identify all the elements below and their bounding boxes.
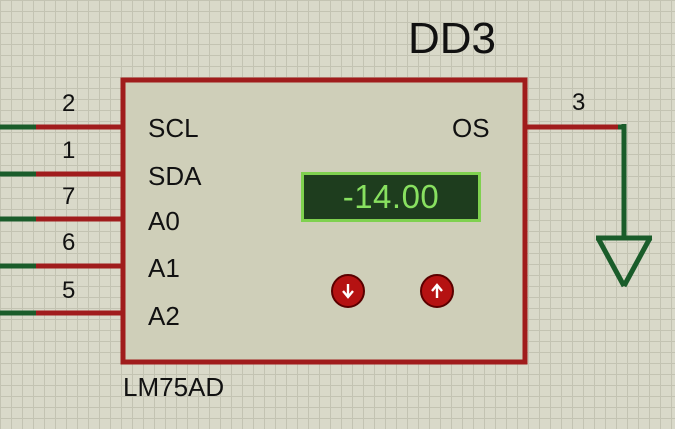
increment-button[interactable] bbox=[420, 274, 454, 308]
pin-num-a0: 7 bbox=[62, 183, 76, 210]
pin-label-a2: A2 bbox=[148, 301, 180, 331]
part-name: LM75AD bbox=[123, 372, 225, 402]
component-ref: DD3 bbox=[408, 14, 497, 63]
temperature-value: -14.00 bbox=[342, 178, 440, 215]
pin-num-a1: 6 bbox=[62, 229, 76, 256]
pin-num-os: 3 bbox=[572, 89, 586, 116]
temperature-display: -14.00 bbox=[301, 172, 481, 222]
pin-num-a2: 5 bbox=[62, 277, 76, 304]
ground-icon bbox=[595, 235, 653, 288]
pin-num-scl: 2 bbox=[62, 90, 76, 117]
pin-os-wire bbox=[525, 124, 627, 238]
arrow-down-icon bbox=[342, 284, 354, 299]
pin-label-scl: SCL bbox=[148, 113, 199, 143]
pin-label-os: OS bbox=[452, 113, 490, 143]
pin-num-sda: 1 bbox=[62, 137, 76, 164]
pin-label-sda: SDA bbox=[148, 161, 202, 191]
decrement-button[interactable] bbox=[331, 274, 365, 308]
pin-label-a1: A1 bbox=[148, 253, 180, 283]
pin-label-a0: A0 bbox=[148, 206, 180, 236]
arrow-up-icon bbox=[431, 283, 443, 298]
